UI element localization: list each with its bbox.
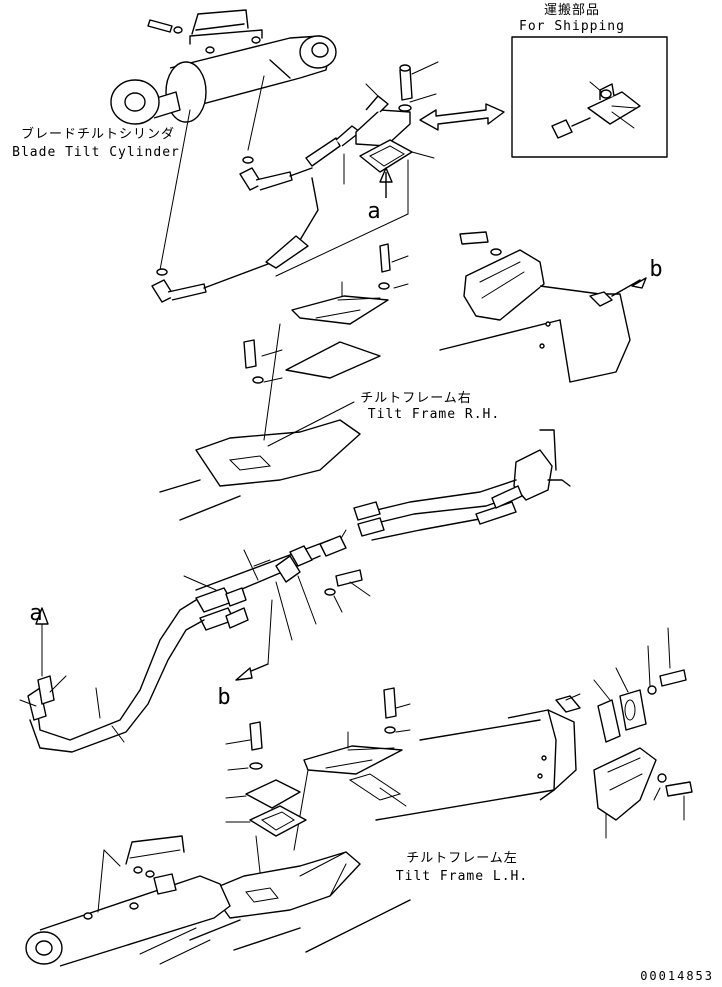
tilt-frame-rh	[159, 231, 647, 521]
tread-plate-lh	[303, 745, 403, 775]
hose-fitting	[353, 501, 381, 521]
flange	[275, 555, 301, 583]
middle-hose-assembly	[19, 429, 571, 753]
frame-mount-rh	[195, 419, 361, 487]
bolt-icon	[379, 243, 391, 273]
cylinder-clamp-lower	[125, 835, 185, 865]
upper-hose-assembly	[151, 125, 361, 303]
frame-end-cap-lh	[593, 747, 657, 821]
bolt-icon	[147, 19, 173, 33]
shipping-bolt	[551, 119, 573, 139]
hose-fitting	[305, 137, 341, 167]
cover-plate-rh	[285, 341, 381, 379]
valve-block	[355, 109, 411, 147]
shipping-inset: 運搬部品 For Shipping	[511, 3, 668, 158]
tilt-frame-rh-label-jp: チルトフレーム右	[360, 391, 472, 406]
ref-a-left: a	[29, 601, 42, 626]
shipping-label-jp: 運搬部品	[544, 3, 600, 18]
bolt-icon	[399, 67, 413, 101]
cylinder-clamp	[191, 9, 249, 35]
blade-tilt-cylinder-upper	[110, 9, 337, 271]
shipping-double-arrow	[419, 103, 505, 131]
tread-plate-rh	[291, 295, 389, 325]
frame-beam-lh	[507, 709, 577, 801]
drawing-number: 00014853	[640, 969, 714, 983]
arrow-right-icon	[631, 277, 647, 289]
valve-manifold	[513, 449, 553, 501]
bolt-icon	[249, 721, 263, 751]
cover-plate-lh	[245, 779, 301, 809]
arrow-down-left-icon	[235, 667, 253, 681]
shipping-bracket	[587, 91, 641, 125]
arrow-up-icon	[35, 607, 49, 625]
arrow-up-icon	[379, 167, 393, 198]
frame-mount-lh	[209, 851, 361, 919]
tilt-frame-lh-label-en: Tilt Frame L.H.	[396, 869, 528, 884]
frame-end-cap-rh	[463, 249, 545, 321]
bolt-icon	[659, 669, 687, 687]
gasket-lh	[249, 805, 307, 837]
frame-beam-rh	[539, 285, 631, 383]
plate	[597, 699, 621, 743]
blade-tilt-cylinder-label-jp: ブレードチルトシリンダ	[21, 126, 175, 142]
tilt-frame-lh	[25, 627, 693, 967]
blade-tilt-cylinder-label-en: Blade Tilt Cylinder	[12, 145, 180, 160]
tilt-frame-rh-label-en: Tilt Frame R.H.	[368, 407, 500, 422]
upper-valve-block	[275, 61, 439, 277]
ref-a-upper: a	[367, 199, 380, 224]
ref-b-lower: b	[217, 685, 230, 710]
bolt-icon	[459, 231, 489, 245]
bolt-icon	[383, 687, 397, 719]
bolt-icon	[665, 781, 693, 797]
tilt-frame-lh-label-jp: チルトフレーム左	[406, 851, 518, 866]
ref-b-right: b	[649, 257, 662, 282]
bolt-icon	[335, 569, 363, 587]
blade-tilt-cylinder-lower	[39, 875, 231, 967]
bolt-icon	[153, 873, 177, 895]
bolt-icon	[243, 339, 257, 369]
shipping-box	[511, 36, 668, 158]
shipping-label-en: For Shipping	[519, 19, 625, 34]
